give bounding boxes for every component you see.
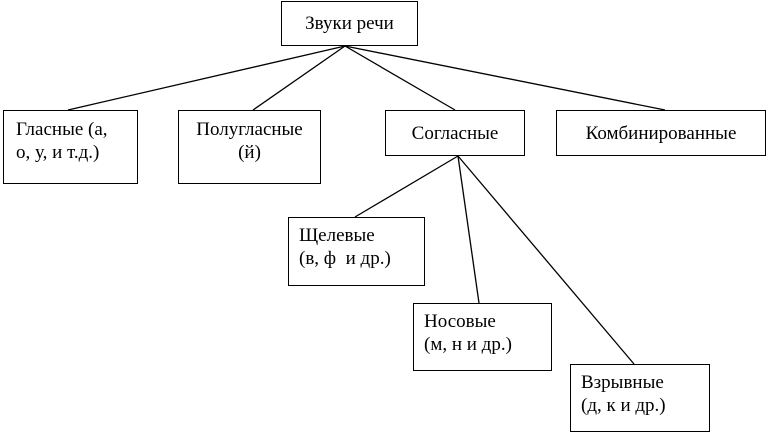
node-nasal-line-1: Носовые (424, 311, 496, 332)
node-semivowels: Полугласные (й) (178, 110, 321, 184)
edge-consonants-fricative (354, 155, 459, 218)
edge-root-consonants (344, 45, 456, 111)
node-fricative-line-2: (в, ф и др.) (299, 248, 391, 269)
node-speech-sounds: Звуки речи (281, 1, 418, 46)
node-consonants-label: Согласные (411, 122, 499, 144)
node-plosive-line-1: Взрывные (581, 372, 664, 393)
edge-root-combined (344, 45, 666, 111)
edge-consonants-nasal (457, 155, 480, 304)
node-speech-sounds-label: Звуки речи (305, 13, 394, 34)
node-fricative: Щелевые (в, ф и др.) (288, 217, 425, 286)
edge-root-vowels (67, 45, 346, 111)
node-nasal: Носовые (м, н и др.) (413, 303, 552, 371)
node-plosive: Взрывные (д, к и др.) (570, 364, 710, 432)
edge-consonants-plosive (457, 155, 635, 365)
node-vowels: Гласные (а, о, у, и т.д.) (3, 110, 138, 184)
node-semivowels-line-1: Полугласные (196, 119, 303, 140)
node-nasal-line-2: (м, н и др.) (424, 334, 512, 355)
node-consonants: Согласные (385, 110, 525, 156)
node-plosive-line-2: (д, к и др.) (581, 395, 666, 416)
node-combined-label: Комбинированные (585, 122, 737, 144)
node-combined: Комбинированные (556, 110, 766, 156)
node-fricative-line-1: Щелевые (299, 225, 375, 246)
node-vowels-line-2: о, у, и т.д.) (16, 142, 100, 163)
edge-root-semivowels (252, 45, 346, 111)
node-semivowels-line-2: (й) (238, 142, 261, 163)
node-vowels-line-1: Гласные (а, (16, 119, 108, 140)
